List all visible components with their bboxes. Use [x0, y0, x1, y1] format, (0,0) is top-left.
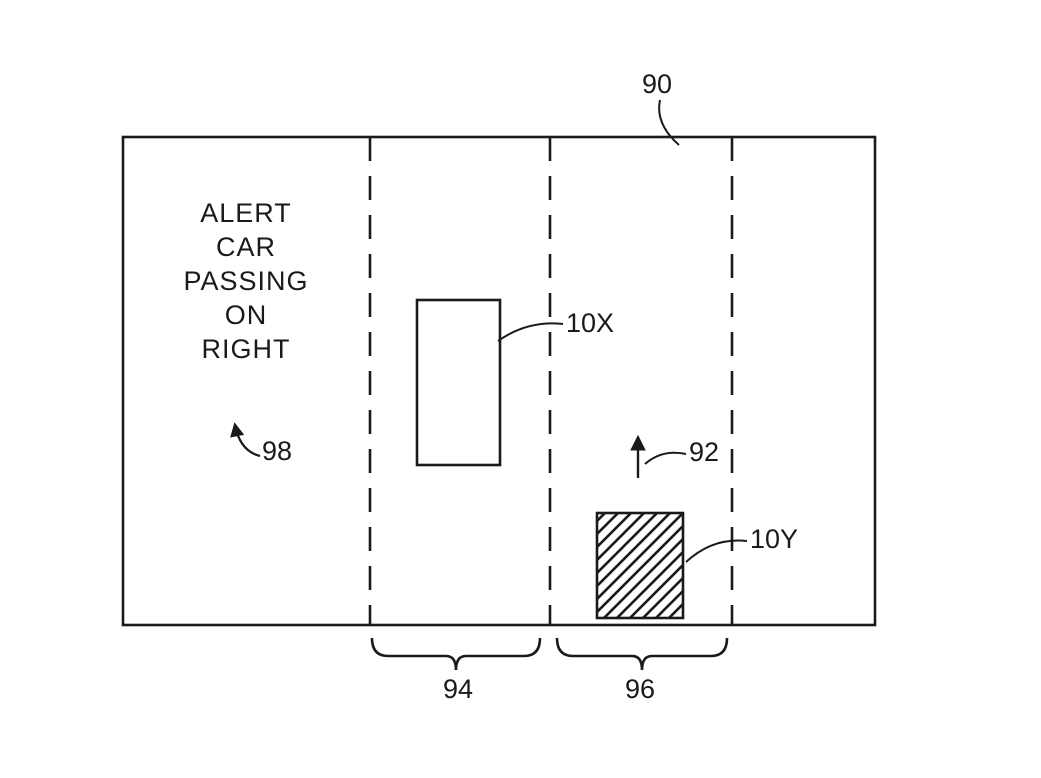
target-vehicle-label: 10Y [750, 524, 798, 554]
host-lane-label: 94 [443, 674, 473, 704]
road-label: 90 [642, 69, 672, 99]
alert-line-3: PASSING [183, 266, 308, 296]
host-vehicle-label: 10X [566, 308, 614, 338]
direction-label: 92 [689, 437, 719, 467]
alert-line-4: ON [225, 300, 268, 330]
host-lane-brace [370, 637, 542, 671]
alert-line-1: ALERT [200, 198, 292, 228]
road-leader [658, 99, 680, 146]
adjacent-lane-brace [555, 637, 729, 671]
target-vehicle-leader [685, 539, 748, 563]
road-boundary-rect [121, 135, 877, 627]
alert-line-5: RIGHT [202, 334, 291, 364]
host-vehicle-rect [415, 298, 502, 467]
alert-line-2: CAR [216, 232, 276, 262]
target-vehicle-rect [595, 511, 685, 620]
adjacent-lane-label: 96 [625, 674, 655, 704]
alert-message: ALERT CAR PASSING ON RIGHT [183, 198, 308, 364]
alert-ref-label: 98 [262, 436, 292, 466]
alert-ref-arrow [230, 422, 261, 458]
host-vehicle-leader [497, 322, 564, 342]
direction-leader [644, 451, 687, 465]
